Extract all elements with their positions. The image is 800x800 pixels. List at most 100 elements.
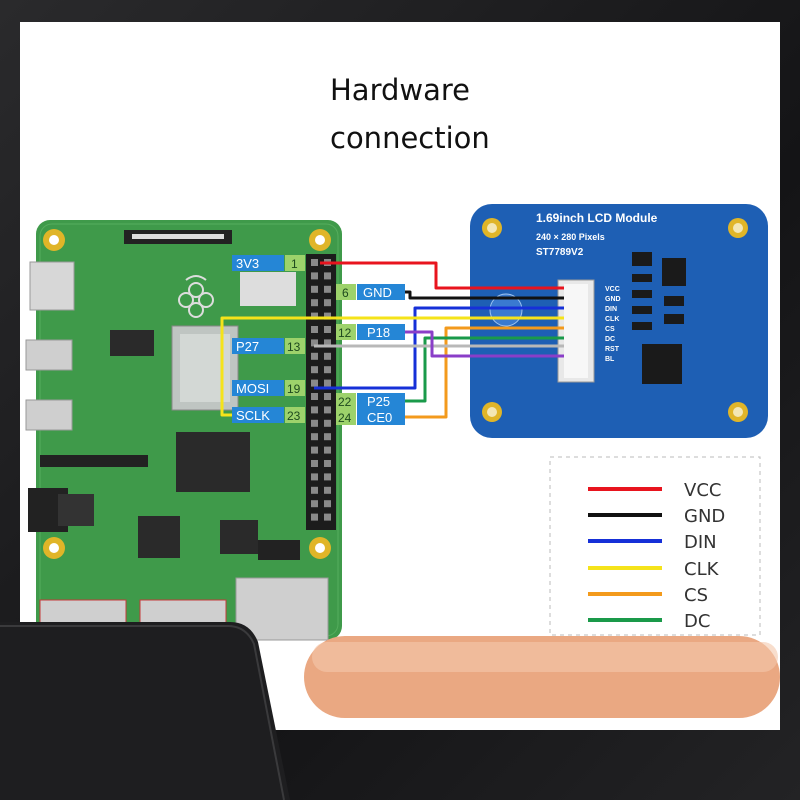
svg-text:CE0: CE0 bbox=[367, 410, 392, 425]
gpio-pin bbox=[324, 486, 331, 494]
lcd-pin-dc: DC bbox=[605, 336, 615, 343]
gpio-pin bbox=[324, 366, 331, 374]
gpio-pin bbox=[324, 285, 331, 293]
gpio-pin bbox=[311, 473, 318, 481]
pin-label-ce0: 24 CE0 bbox=[336, 409, 405, 425]
raspberry-logo-icon bbox=[178, 275, 214, 318]
lcd-pin-vcc: VCC bbox=[605, 286, 620, 293]
gpio-pin bbox=[311, 500, 318, 508]
title-line-1: Hardware bbox=[330, 73, 471, 107]
gpio-pin bbox=[311, 406, 318, 414]
legend-item-cs: CS bbox=[588, 585, 708, 606]
raspberry-pi-board bbox=[25, 220, 342, 641]
wires bbox=[220, 261, 564, 419]
lcd-pin-bl: BL bbox=[605, 356, 615, 363]
wire-dc bbox=[405, 336, 564, 403]
gpio-pin bbox=[311, 460, 318, 467]
gpio-pin bbox=[324, 473, 331, 481]
gpio-pin bbox=[324, 460, 331, 467]
svg-text:GND: GND bbox=[363, 285, 392, 300]
gpio-pin bbox=[311, 446, 318, 454]
lcd-pin-rst: RST bbox=[605, 346, 620, 353]
gpio-pin bbox=[324, 379, 331, 387]
legend-item-vcc: VCC bbox=[588, 480, 721, 501]
pin-label-gnd: 6 GND bbox=[336, 284, 405, 300]
svg-text:6: 6 bbox=[342, 286, 349, 300]
svg-text:SCLK: SCLK bbox=[236, 408, 270, 423]
gpio-pin bbox=[311, 285, 318, 293]
svg-text:DIN: DIN bbox=[684, 532, 717, 553]
pi-pin-labels-right: 6 GND 12 P18 22 P25 24 CE0 bbox=[336, 284, 405, 425]
gpio-pin bbox=[311, 366, 318, 374]
page-title: Hardware connection bbox=[330, 66, 590, 162]
svg-text:24: 24 bbox=[338, 411, 352, 425]
gpio-pin bbox=[311, 393, 318, 400]
legend-item-gnd: GND bbox=[588, 506, 725, 527]
gpio-pin bbox=[324, 352, 331, 360]
svg-text:13: 13 bbox=[287, 340, 301, 354]
pin-label-mosi: MOSI 19 bbox=[232, 380, 305, 396]
lcd-module-resolution: 240 × 280 Pixels bbox=[536, 232, 605, 242]
svg-text:22: 22 bbox=[338, 395, 352, 409]
pi-pin-labels-left: 3V3 1 P27 13 MOSI 19 SCLK 23 bbox=[232, 255, 305, 423]
wire-cs bbox=[405, 326, 564, 419]
gpio-pin bbox=[311, 299, 318, 307]
gpio-header bbox=[306, 254, 336, 530]
svg-text:12: 12 bbox=[338, 326, 352, 340]
pin-label-p27: P27 13 bbox=[232, 338, 305, 354]
svg-text:VCC: VCC bbox=[684, 480, 721, 501]
legend-item-dc: DC bbox=[588, 611, 710, 632]
dark-corner-edge bbox=[0, 625, 285, 800]
svg-text:19: 19 bbox=[287, 382, 301, 396]
svg-text:MOSI: MOSI bbox=[236, 381, 269, 396]
gpio-pin bbox=[324, 446, 331, 454]
gpio-pin bbox=[311, 339, 318, 347]
pi-mounting-holes bbox=[43, 229, 331, 559]
pin-label-p25: 22 P25 bbox=[336, 393, 405, 409]
wire-bl bbox=[405, 330, 564, 358]
svg-text:P27: P27 bbox=[236, 339, 259, 354]
gpio-pin bbox=[311, 486, 318, 494]
svg-text:23: 23 bbox=[287, 409, 301, 423]
lcd-pin-clk: CLK bbox=[605, 316, 619, 323]
svg-text:P25: P25 bbox=[367, 394, 390, 409]
gpio-pin bbox=[311, 513, 318, 521]
gpio-pin bbox=[324, 312, 331, 320]
wire-gnd bbox=[405, 290, 564, 300]
svg-text:P18: P18 bbox=[367, 325, 390, 340]
legend-item-din: DIN bbox=[588, 532, 717, 553]
gpio-pin bbox=[324, 272, 331, 280]
gpio-pin bbox=[311, 326, 318, 333]
svg-text:1: 1 bbox=[291, 257, 298, 271]
svg-text:CS: CS bbox=[684, 585, 708, 606]
lcd-module-name: 1.69inch LCD Module bbox=[536, 211, 658, 225]
gpio-pin bbox=[324, 419, 331, 427]
gpio-pin bbox=[324, 393, 331, 400]
pin-label-3v3: 3V3 1 bbox=[232, 255, 305, 271]
gpio-pin bbox=[311, 312, 318, 320]
lcd-module-board: 1.69inch LCD Module 240 × 280 Pixels ST7… bbox=[470, 204, 768, 438]
gpio-pin bbox=[324, 433, 331, 441]
lcd-driver-chip bbox=[642, 344, 682, 384]
wire-vcc bbox=[320, 261, 564, 290]
gpio-pin bbox=[311, 272, 318, 280]
gpio-pin bbox=[324, 513, 331, 521]
gpio-pin bbox=[324, 406, 331, 414]
legend-item-clk: CLK bbox=[588, 559, 720, 580]
gpio-pin bbox=[324, 326, 331, 333]
pin-label-sclk: SCLK 23 bbox=[232, 407, 305, 423]
lcd-pin-labels: VCC GND DIN CLK CS DC RST BL bbox=[605, 286, 621, 363]
wire-clk bbox=[220, 316, 564, 417]
svg-text:CLK: CLK bbox=[684, 559, 720, 580]
gpio-pin bbox=[311, 379, 318, 387]
dark-corner-overlay bbox=[0, 622, 290, 800]
lcd-pin-gnd: GND bbox=[605, 296, 621, 303]
lcd-pin-din: DIN bbox=[605, 306, 617, 313]
gpio-pin bbox=[311, 419, 318, 427]
lcd-module-driver: ST7789V2 bbox=[536, 247, 584, 258]
title-line-2: connection bbox=[330, 121, 490, 155]
gpio-pin bbox=[324, 500, 331, 508]
svg-text:GND: GND bbox=[684, 506, 725, 527]
pin-label-p18: 12 P18 bbox=[336, 324, 405, 340]
